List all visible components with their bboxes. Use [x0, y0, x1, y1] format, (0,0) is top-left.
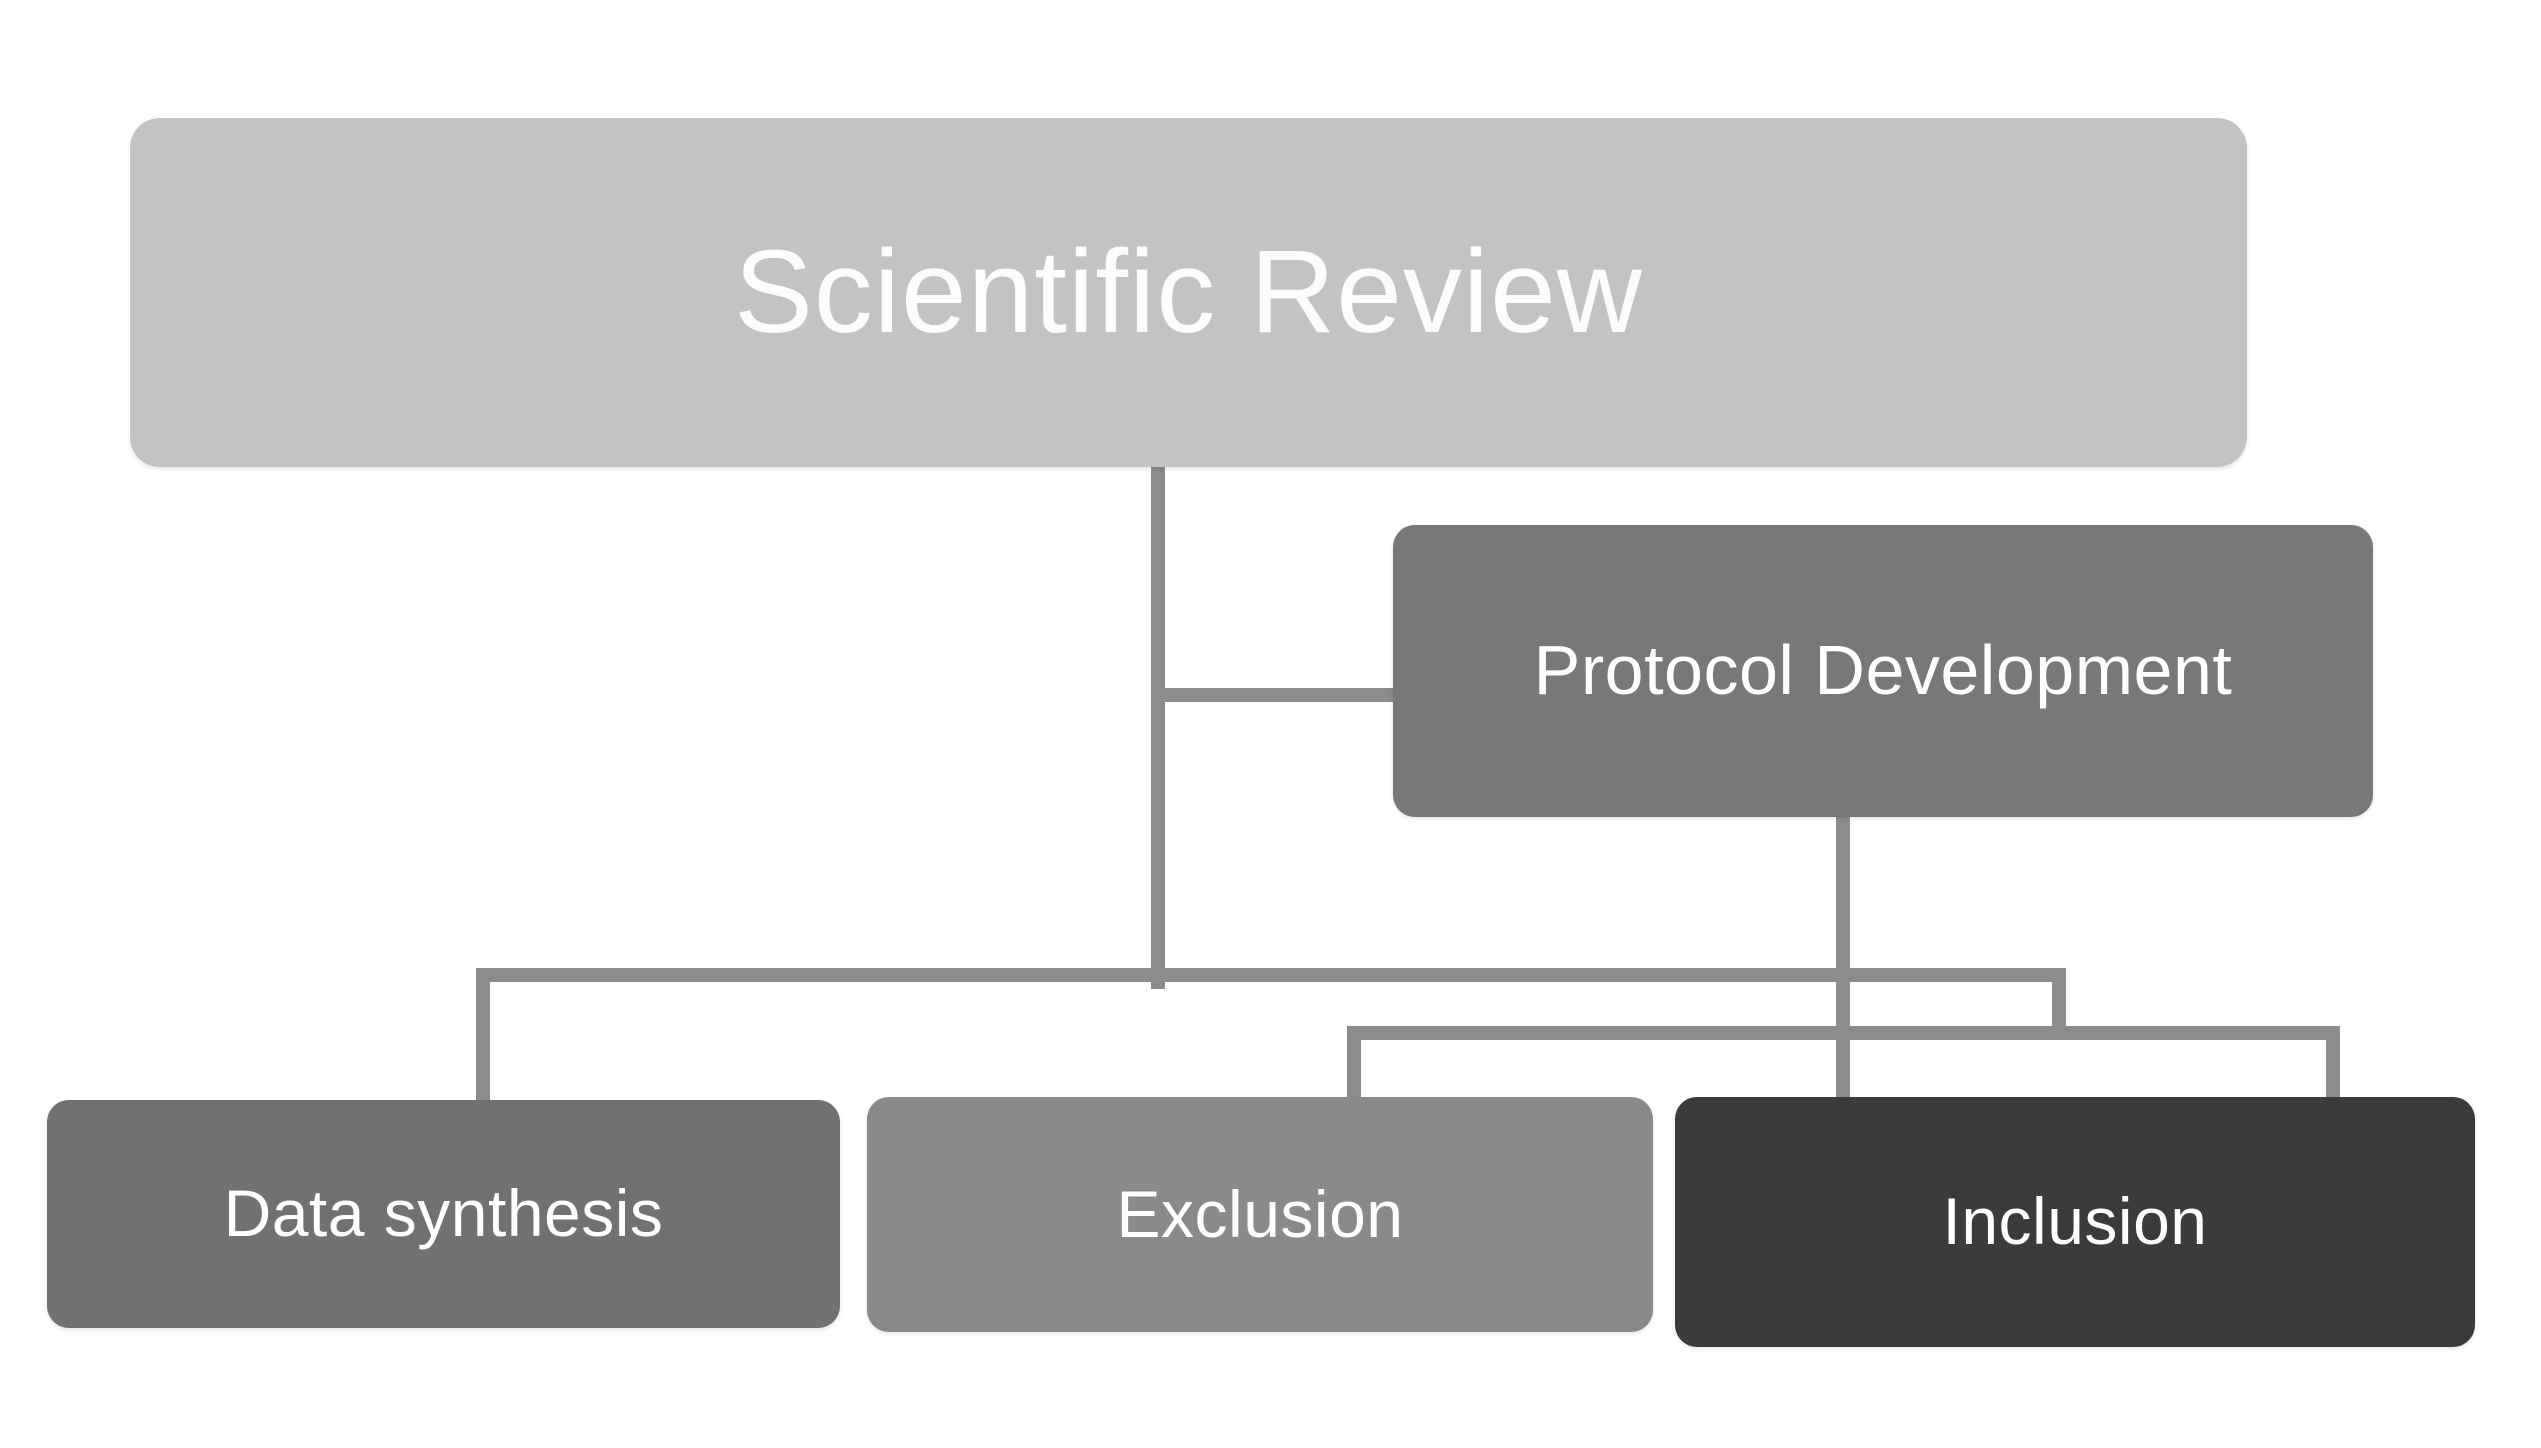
- connector-leg-inclusion: [2326, 1026, 2340, 1100]
- node-inclusion[interactable]: Inclusion: [1675, 1097, 2475, 1347]
- node-protocol-development[interactable]: Protocol Development: [1393, 525, 2373, 817]
- connector-root-trunk: [1151, 467, 1165, 989]
- connector-lower-rail: [1347, 1026, 2340, 1040]
- node-scientific-review[interactable]: Scientific Review: [130, 118, 2247, 467]
- connector-leg-data-synthesis: [476, 968, 490, 1102]
- node-exclusion[interactable]: Exclusion: [867, 1097, 1653, 1332]
- node-scientific-review-label: Scientific Review: [734, 225, 1643, 358]
- node-data-synthesis-label: Data synthesis: [223, 1176, 664, 1251]
- node-inclusion-label: Inclusion: [1942, 1184, 2208, 1259]
- node-protocol-development-label: Protocol Development: [1533, 631, 2233, 710]
- connector-upper-rail-step-down: [2052, 968, 2066, 1040]
- connector-leg-exclusion: [1347, 1026, 1361, 1100]
- connector-upper-rail: [476, 968, 2066, 982]
- connector-root-to-protocol: [1151, 688, 1399, 702]
- node-data-synthesis[interactable]: Data synthesis: [47, 1100, 840, 1328]
- connector-protocol-trunk: [1836, 817, 1850, 1099]
- node-exclusion-label: Exclusion: [1116, 1176, 1404, 1251]
